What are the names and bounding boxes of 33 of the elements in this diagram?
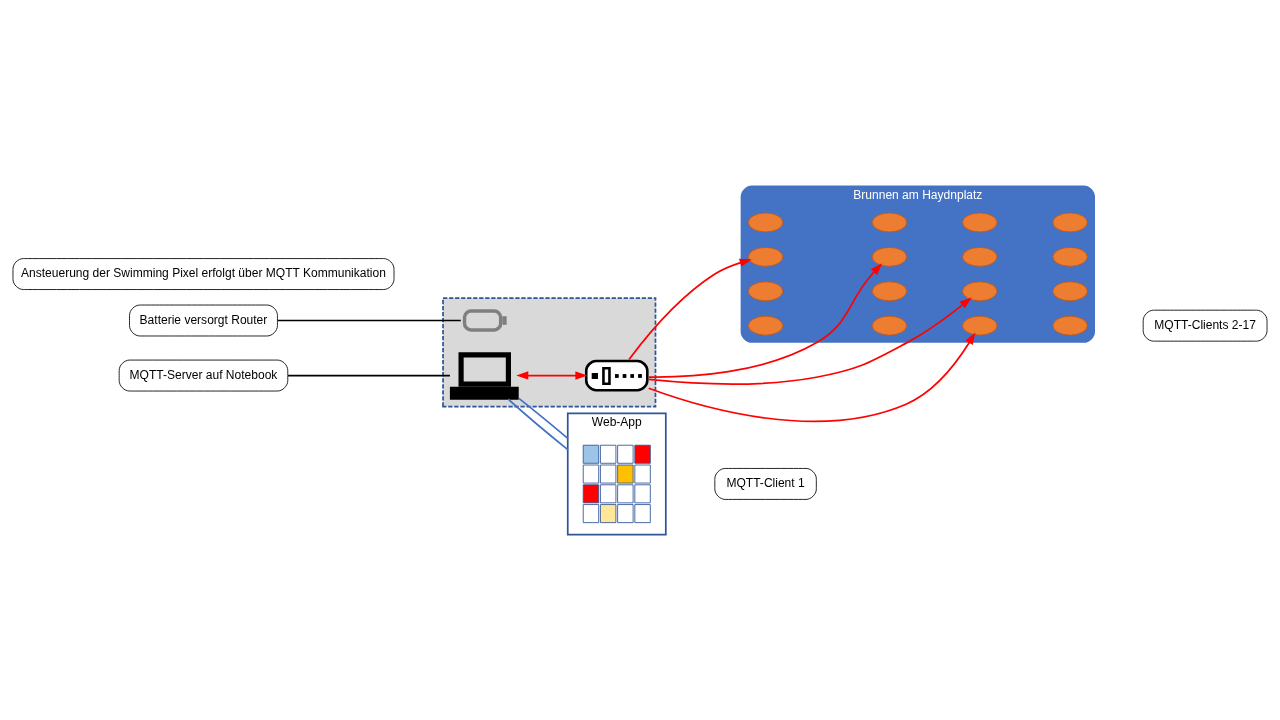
arrow — [647, 331, 976, 422]
connector — [276, 319, 462, 321]
arrow — [648, 296, 972, 385]
connector — [518, 396, 569, 439]
node-box: Ansteuerung der Swimming Pixel erfolgt über MQTT Kommunikation — [12, 257, 395, 290]
node-ellipse — [1052, 280, 1088, 301]
cluster — [442, 296, 657, 407]
node-ellipse — [871, 280, 908, 301]
node-ellipse — [1052, 315, 1088, 336]
arrow — [628, 258, 752, 360]
node-ellipse — [1052, 246, 1088, 267]
node-box: Batterie versorgt Router — [129, 304, 278, 336]
node-box: MQTT-Clients 2-17 — [1142, 309, 1268, 342]
node-ellipse — [962, 280, 998, 301]
node-ellipse — [871, 315, 908, 336]
node-box: MQTT-Server auf Notebook — [118, 359, 289, 391]
node-label: Brunnen am Haydnplatz — [853, 187, 983, 202]
node-ellipse — [747, 280, 784, 301]
node-ellipse — [871, 246, 908, 267]
node-ellipse — [962, 212, 998, 232]
node-ellipse — [747, 212, 784, 232]
node-ellipse — [871, 212, 908, 232]
node-box: MQTT-Client 1 — [714, 467, 817, 500]
arrow — [647, 262, 883, 378]
connector — [287, 374, 451, 376]
node-ellipse — [747, 246, 784, 267]
cluster: Web-App — [566, 412, 667, 536]
node-ellipse — [962, 315, 998, 336]
arrow — [516, 370, 588, 380]
node-ellipse — [962, 246, 998, 267]
connector — [507, 397, 569, 450]
node-ellipse — [747, 315, 784, 336]
node-ellipse — [1052, 212, 1088, 232]
